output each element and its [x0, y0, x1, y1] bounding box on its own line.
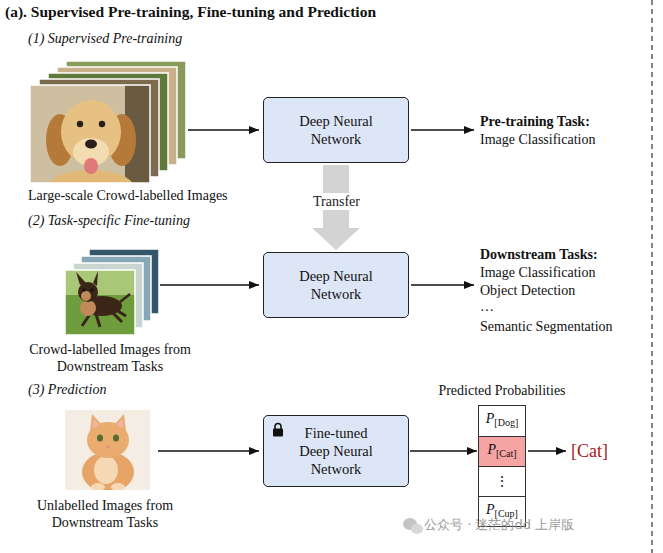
illustration-part	[77, 121, 83, 127]
text-label: Downstream Tasks:	[480, 246, 598, 263]
process-box: Deep Neural Network	[263, 97, 409, 163]
illustration-part	[81, 291, 91, 301]
text-label: Image Classification	[480, 264, 595, 281]
image-stack	[30, 61, 186, 202]
illustration-part	[93, 419, 99, 428]
box-label: Fine-tuned Deep Neural Network	[293, 424, 379, 478]
text-label: Object Detection	[480, 282, 575, 299]
flow-arrow	[158, 450, 259, 451]
probability-cell: ⋮	[479, 467, 525, 497]
process-box: Deep Neural Network	[263, 252, 409, 318]
flow-arrow	[160, 284, 259, 285]
watermark: 公众号 · 迷茫的dd 上岸版	[424, 516, 574, 533]
text-label: Semantic Segmentation	[480, 318, 613, 335]
illustration-part	[411, 524, 423, 534]
text-label: Unlabelled Images from Downstream Tasks	[5, 497, 205, 531]
illustration-part	[65, 410, 150, 490]
flow-arrow	[528, 450, 566, 451]
illustration-part	[65, 270, 135, 295]
text-label: Large-scale Crowd-labelled Images	[28, 187, 228, 204]
text-label: Crowd-labelled Images from Downstream Ta…	[10, 341, 210, 375]
illustration-part	[96, 314, 100, 327]
illustration-part	[99, 121, 105, 127]
illustration-part	[93, 271, 98, 286]
image-stack	[65, 249, 159, 335]
text-label: (1) Supervised Pre-training	[28, 30, 182, 47]
text-label: [Cat]	[571, 440, 608, 462]
probability-cell: P[Dog]	[479, 406, 525, 437]
illustration-part	[80, 300, 96, 316]
illustration-part	[65, 270, 135, 335]
text-label: …	[480, 298, 494, 315]
illustration-part	[84, 158, 98, 174]
illustration-part	[106, 446, 110, 449]
illustration-part	[120, 294, 130, 302]
illustration-part	[91, 289, 94, 292]
probability-label: P[Cat]	[487, 442, 516, 462]
probability-label: P[Dog]	[486, 411, 518, 431]
box-label: Deep Neural Network	[290, 112, 382, 148]
illustration-part	[94, 456, 118, 484]
dog-photo	[30, 85, 150, 183]
illustration-part	[78, 282, 98, 302]
dog-photo	[65, 270, 135, 335]
text-label: (3) Prediction	[28, 381, 106, 398]
illustration-part	[275, 424, 281, 430]
text-label: Pre-training Task:	[480, 113, 590, 130]
box-label: Deep Neural Network	[290, 267, 382, 303]
flow-arrow	[410, 450, 477, 451]
illustration-part	[85, 140, 97, 149]
illustration-part	[91, 483, 105, 490]
text-label: (2) Task-specific Fine-tuning	[28, 212, 190, 229]
column-heading: Predicted Probabilities	[438, 382, 565, 399]
process-box: Fine-tuned Deep Neural Network	[263, 415, 409, 487]
illustration-part	[273, 429, 283, 437]
illustration-part	[30, 85, 150, 183]
flow-arrow	[411, 284, 474, 285]
text-label: Image Classification	[480, 131, 595, 148]
probability-cell: P[Cat]	[479, 437, 525, 467]
illustration-part	[111, 483, 125, 490]
flow-arrow	[411, 129, 474, 130]
probability-label: ⋮	[495, 474, 509, 490]
illustration-part	[83, 289, 86, 292]
lock-icon	[272, 422, 284, 437]
illustration-part	[65, 270, 135, 335]
illustration-part	[97, 435, 103, 442]
wechat-icon	[403, 518, 423, 534]
illustration-part	[30, 85, 150, 183]
illustration-part	[113, 435, 119, 442]
probability-column: Predicted ProbabilitiesP[Dog]P[Cat]⋮P[Cu…	[478, 405, 526, 527]
cat-photo	[65, 410, 150, 490]
edge-label: Transfer	[310, 193, 363, 210]
diagram-title: (a). Supervised Pre-training, Fine-tunin…	[5, 3, 376, 20]
divider-line	[651, 0, 652, 553]
flow-arrow	[188, 129, 259, 130]
illustration-part	[117, 419, 123, 428]
